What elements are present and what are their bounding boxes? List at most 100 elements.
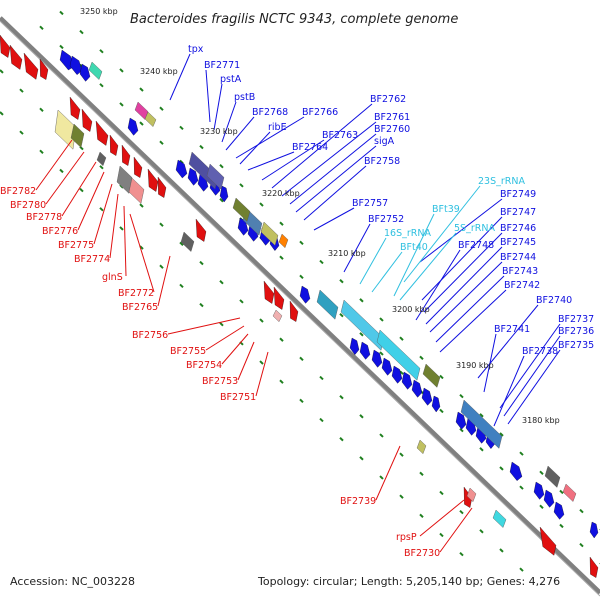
tick-dot (479, 529, 484, 534)
forward-gene-block (416, 439, 427, 455)
tick-dot (359, 298, 364, 303)
reverse-gene-label: BF2754 (186, 360, 222, 371)
tick-dot (59, 168, 64, 174)
forward-gene-label: BF2746 (500, 223, 536, 234)
tick-dots (0, 10, 600, 572)
tick-dot (479, 413, 484, 418)
reverse-gene-arrow (195, 218, 207, 242)
tick-dot (339, 313, 344, 318)
tick-dot (179, 283, 184, 289)
tick-dot (399, 336, 404, 341)
forward-gene-arrow (391, 365, 403, 384)
forward-gene-label: BF2764 (292, 142, 328, 153)
forward-gene-label: BF2762 (370, 94, 406, 105)
reverse-label-leader (375, 445, 401, 501)
tick-dot (499, 548, 504, 553)
reverse-gene-arrow (121, 144, 131, 166)
reverse-gene-arrow (23, 52, 39, 80)
forward-gene-block (206, 163, 225, 190)
tick-dot (279, 379, 284, 384)
reverse-label-leader (35, 139, 73, 191)
reverse-gene-label: rpsP (396, 532, 417, 543)
tick-dot (579, 508, 584, 514)
tick-dot (359, 414, 364, 419)
reverse-gene-arrow (109, 134, 119, 156)
tick-dot (99, 165, 104, 170)
reverse-label-leader (123, 205, 127, 277)
forward-gene-block (88, 61, 103, 80)
reverse-label-leader (157, 255, 171, 307)
forward-gene-arrow (411, 379, 423, 398)
forward-gene-arrow (381, 357, 393, 376)
tick-dot (519, 485, 524, 490)
tick-dot (299, 356, 304, 362)
tick-dot (379, 351, 384, 356)
reverse-label-leader (93, 183, 113, 245)
forward-gene-arrow (421, 387, 433, 406)
reverse-label-leader (109, 193, 119, 259)
forward-gene-label: BF2748 (458, 240, 494, 251)
forward-label-leader (507, 349, 561, 425)
tick-dot (399, 370, 404, 375)
forward-gene-label: BF2737 (558, 314, 594, 325)
reverse-gene-label: BF2756 (132, 330, 168, 341)
gene-features (0, 34, 599, 578)
forward-gene-arrow (589, 521, 599, 539)
forward-gene-arrow (371, 349, 383, 368)
tick-dot (259, 360, 264, 365)
tick-dot (299, 274, 304, 280)
reverse-gene-block (180, 231, 195, 252)
tick-dot (219, 322, 224, 327)
forward-label-leader (247, 151, 295, 171)
tick-dot (59, 44, 64, 50)
rna-label: BFt40 (400, 242, 428, 253)
tick-dot (219, 164, 224, 169)
tick-dot (139, 87, 144, 92)
tick-dot (159, 222, 164, 227)
tick-dot (539, 504, 544, 509)
reverse-label-leader (255, 351, 269, 397)
forward-label-leader (303, 165, 367, 221)
tick-dot (439, 374, 444, 380)
tick-dot (279, 221, 284, 226)
reverse-label-leader (167, 317, 241, 335)
forward-gene-label: tpx (188, 44, 204, 55)
tick-dot (99, 83, 104, 88)
accession-text: Accession: NC_003228 (10, 575, 135, 588)
tick-dot (239, 183, 244, 188)
rna-label: 16S_rRNA (384, 228, 431, 239)
tick-dot (259, 318, 264, 323)
reverse-gene-arrow (289, 300, 299, 322)
tick-dot (159, 140, 164, 145)
forward-gene-label: BF2752 (368, 214, 404, 225)
kbp-label: 3190 kbp (456, 361, 494, 370)
tick-dot (459, 551, 464, 557)
forward-label-leader (239, 131, 271, 165)
forward-gene-label: BF2745 (500, 237, 536, 248)
tick-dot (399, 494, 404, 499)
label-leader-lines (35, 53, 561, 553)
genome-backbone-shadow (0, 20, 600, 597)
forward-label-leader (423, 232, 503, 313)
forward-label-leader (483, 333, 497, 393)
forward-gene-block (144, 111, 157, 128)
rna-label-leader (403, 185, 481, 283)
tick-dot (379, 317, 384, 322)
tick-dot (199, 302, 204, 308)
kbp-label: 3180 kbp (522, 416, 560, 425)
tick-dot (299, 398, 304, 404)
rna-label-leader (399, 232, 457, 301)
rna-label-leader (359, 237, 387, 285)
reverse-gene-arrow (539, 526, 557, 556)
reverse-gene-label: BF2765 (122, 302, 158, 313)
tick-dot (439, 532, 444, 538)
tick-dot (79, 187, 84, 193)
forward-gene-arrow (79, 63, 91, 82)
reverse-gene-arrow (463, 486, 473, 508)
tick-dot (459, 509, 464, 515)
forward-label-leader (419, 198, 503, 263)
reverse-gene-label: BF2774 (74, 254, 110, 265)
tick-dot (339, 279, 344, 284)
